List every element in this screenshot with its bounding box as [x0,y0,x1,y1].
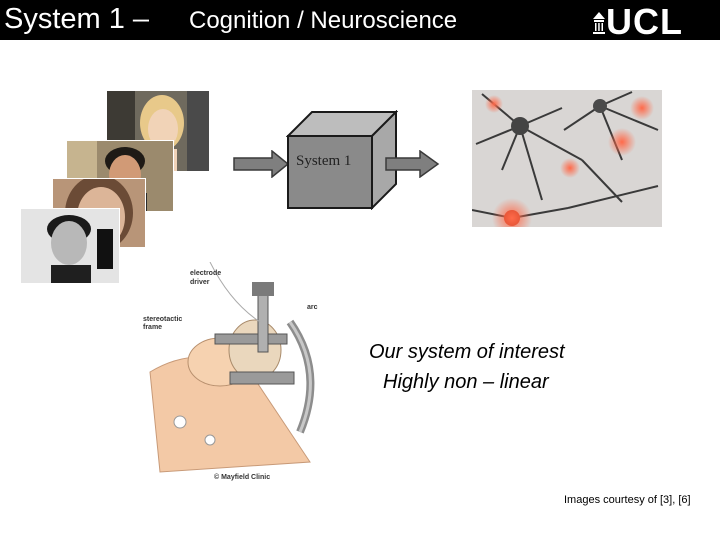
system1-box [286,110,398,210]
face-photo-man-bw [20,208,120,284]
label-stereotactic: stereotactic [143,316,183,323]
ucl-logo-text: UCL [606,1,683,42]
label-electrode: electrode [190,270,222,277]
neuron-image [472,90,662,227]
caption-non-linear: Highly non – linear [383,371,549,393]
label-frame: frame [143,324,163,331]
caption-system-of-interest: Our system of interest [369,341,565,363]
system1-box-label: System 1 [296,153,352,169]
label-arc: arc [307,304,318,311]
slide-title: System 1 – [4,3,150,35]
ucl-logo: UCL [592,2,700,42]
stereotactic-surgery-illustration: electrode driver arc stereotactic frame … [140,261,330,484]
input-arrow [233,150,290,178]
title-bar: System 1 – Cognition / Neuroscience UCL [0,0,720,42]
slide-subtitle: Cognition / Neuroscience [189,7,458,34]
label-driver: driver [190,279,210,286]
image-credit: Images courtesy of [3], [6] [564,494,691,506]
portico-icon [593,12,605,34]
output-arrow [385,150,440,178]
mayfield-copyright: © Mayfield Clinic [214,474,271,481]
